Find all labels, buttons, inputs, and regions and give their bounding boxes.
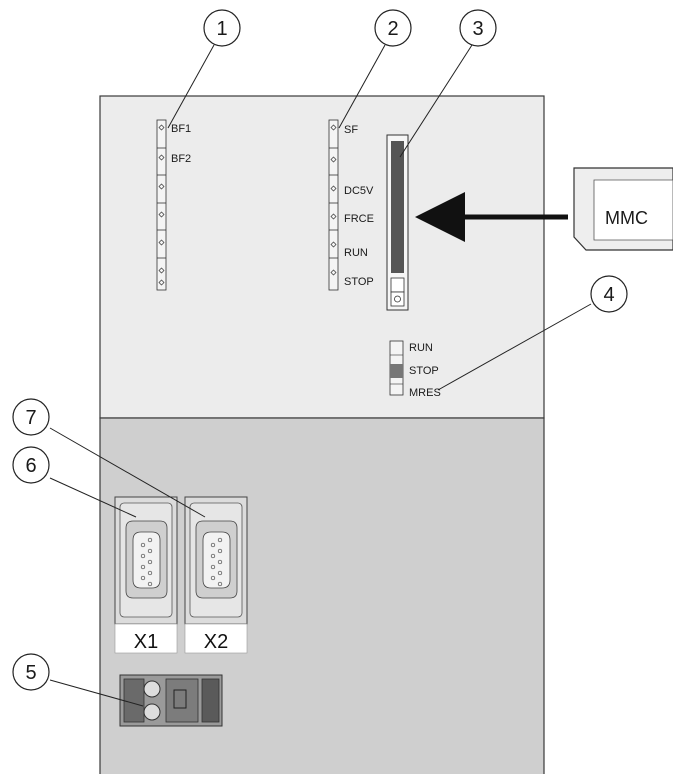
- led-indicator-icon: [158, 211, 165, 218]
- svg-text:3: 3: [472, 18, 483, 40]
- mode-selector-switch[interactable]: RUN STOP MRES: [389, 340, 441, 399]
- svg-text:5: 5: [25, 662, 36, 684]
- led-label-bf1: BF1: [171, 123, 191, 135]
- led-indicator-icon: [158, 183, 165, 190]
- led-indicator-icon: [330, 269, 337, 276]
- callout-4: 4: [590, 275, 628, 313]
- led-label-frce: FRCE: [344, 213, 374, 225]
- mmc-card-label: MMC: [605, 208, 648, 228]
- callout-5: 5: [12, 653, 50, 691]
- led-label-stop: STOP: [344, 276, 374, 288]
- led-label-dc5v: DC5V: [344, 185, 374, 197]
- left-led-strip: BF1 BF2: [156, 119, 191, 291]
- svg-text:1: 1: [216, 18, 227, 40]
- screw-icon: [143, 680, 161, 698]
- callout-7: 7: [12, 398, 50, 436]
- upper-panel: [99, 95, 545, 419]
- port-label-x1: X1: [134, 631, 158, 653]
- callout-leaders: [49, 44, 592, 707]
- led-indicator-icon: [158, 267, 165, 274]
- svg-text:7: 7: [25, 407, 36, 429]
- port-x1[interactable]: X1: [114, 496, 178, 654]
- callout-3: 3: [459, 9, 497, 47]
- led-indicator-icon: [330, 241, 337, 248]
- led-indicator-icon: [158, 239, 165, 246]
- led-indicator-icon: [158, 279, 165, 286]
- svg-text:2: 2: [387, 18, 398, 40]
- svg-text:6: 6: [25, 455, 36, 477]
- led-label-sf: SF: [344, 124, 358, 136]
- eject-button-icon[interactable]: [394, 295, 401, 303]
- led-indicator-icon: [330, 156, 337, 163]
- power-terminal[interactable]: [119, 674, 223, 727]
- port-label-x2: X2: [204, 631, 228, 653]
- led-indicator-icon: [330, 213, 337, 220]
- led-indicator-icon: [330, 185, 337, 192]
- led-label-bf2: BF2: [171, 153, 191, 165]
- led-label-run: RUN: [344, 247, 368, 259]
- screw-icon: [143, 703, 161, 721]
- callout-6: 6: [12, 446, 50, 484]
- mode-label-mres: MRES: [409, 387, 441, 399]
- mode-label-stop: STOP: [409, 365, 439, 377]
- mmc-card: MMC: [573, 167, 673, 251]
- callout-1: 1: [203, 9, 241, 47]
- port-x2[interactable]: X2: [184, 496, 248, 654]
- mmc-slot[interactable]: [386, 134, 409, 311]
- led-indicator-icon: [158, 124, 165, 131]
- svg-text:4: 4: [603, 284, 614, 306]
- callout-2: 2: [374, 9, 412, 47]
- pin-dots-icon: [210, 537, 223, 587]
- led-indicator-icon: [158, 154, 165, 161]
- right-led-strip: SF DC5V FRCE RUN STOP: [328, 119, 374, 291]
- mode-label-run: RUN: [409, 342, 433, 354]
- led-indicator-icon: [330, 124, 337, 131]
- pin-dots-icon: [140, 537, 153, 587]
